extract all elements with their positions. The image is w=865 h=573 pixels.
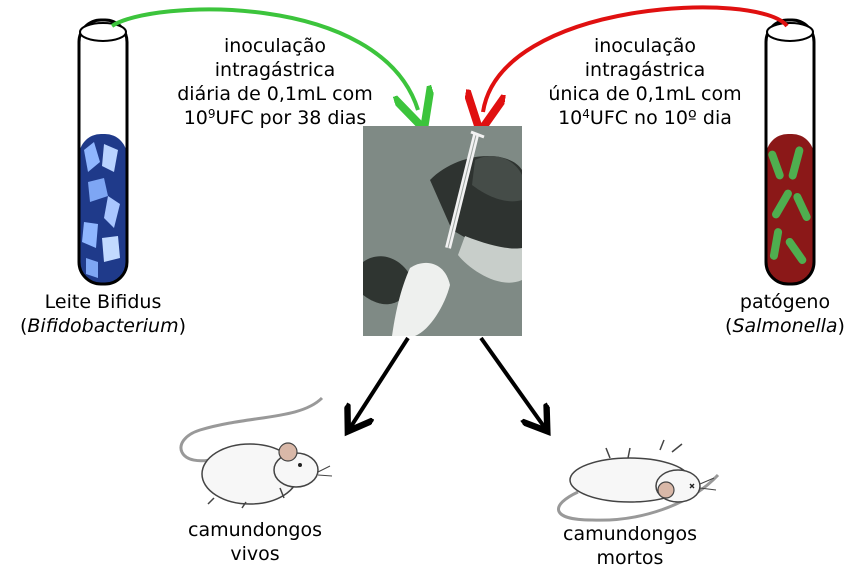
salmonella-dose-base: 10 <box>558 107 583 129</box>
salmonella-dose-exponent: 4 <box>582 107 590 121</box>
salmonella-text-line2: intragástrica <box>584 59 706 81</box>
bifidus-text-line2: intragástrica <box>214 59 336 81</box>
salmonella-text-line1: inoculação <box>593 35 697 57</box>
dead-outcome-label: camundongos mortos <box>535 522 725 570</box>
salmonella-inoculation-arrow <box>483 5 789 112</box>
alive-outcome-arrow <box>350 336 410 428</box>
salmonella-name: patógeno <box>739 291 831 313</box>
salmonella-inoculation-text: inoculação intragástrica única de 0,1mL … <box>520 34 770 130</box>
bifidus-organism-name: Bifidobacterium <box>27 315 179 337</box>
bifidus-dose-rest: UFC por 38 dias <box>215 107 367 129</box>
salmonella-organism-name: Salmonella <box>732 315 838 337</box>
alive-outcome-label: camundongos vivos <box>160 518 350 566</box>
bifidus-organism: (Bifidobacterium) <box>19 315 187 337</box>
salmonella-organism: (Salmonella) <box>725 315 845 337</box>
live-mouse-illustration <box>179 396 333 509</box>
bifidus-name: Leite Bifidus <box>44 291 162 313</box>
dead-line1: camundongos <box>563 523 697 545</box>
bifidus-label: Leite Bifidus (Bifidobacterium) <box>8 290 198 338</box>
bifidus-dose-exponent: 9 <box>207 107 216 121</box>
salmonella-text-line4: 104UFC no 10º dia <box>520 106 770 130</box>
salmonella-label: patógeno (Salmonella) <box>705 290 865 338</box>
bifidus-dose-base: 10 <box>183 107 208 129</box>
salmonella-test-tube <box>764 18 816 286</box>
dead-outcome-arrow <box>479 336 545 428</box>
dead-line2: mortos <box>596 547 664 569</box>
bifidus-inoculation-text: inoculação intragástrica diária de 0,1mL… <box>150 34 400 130</box>
salmonella-dose-rest: UFC no 10º dia <box>589 107 732 129</box>
bifidus-test-tube <box>77 18 129 286</box>
alive-line1: camundongos <box>188 519 322 541</box>
dead-mouse-illustration <box>557 439 720 522</box>
alive-line2: vivos <box>230 543 280 565</box>
bifidus-text-line1: inoculação <box>223 35 327 57</box>
bifidus-text-line4: 109UFC por 38 dias <box>150 106 400 130</box>
bifidus-inoculation-arrow <box>110 7 418 110</box>
salmonella-text-line3: única de 0,1mL com <box>548 83 742 105</box>
inoculation-photo <box>363 126 522 336</box>
bifidus-text-line3: diária de 0,1mL com <box>177 83 373 105</box>
